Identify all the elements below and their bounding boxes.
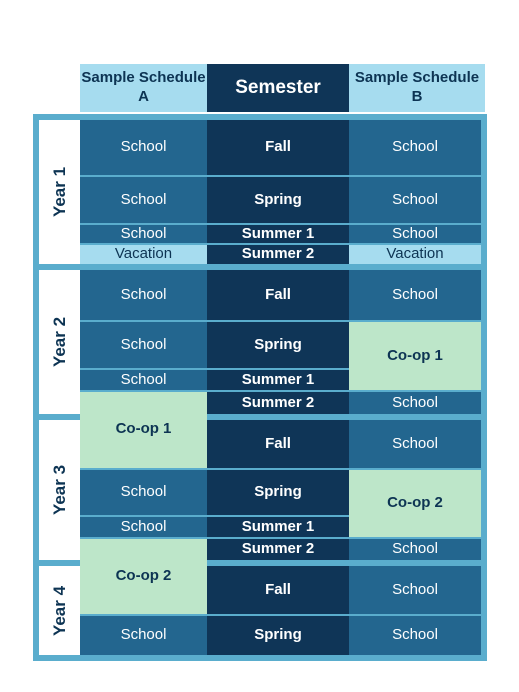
y2-spring-a: School (80, 322, 207, 368)
y2-fall-term: Fall (207, 270, 349, 320)
y3-summer1-term: Summer 1 (207, 517, 349, 537)
y4-fall-b: School (349, 566, 481, 614)
y2-summer2-term: Summer 2 (207, 392, 349, 414)
y2-summer2-b: School (349, 392, 481, 414)
y3-spring-a: School (80, 470, 207, 515)
y1-summer1-a: School (80, 225, 207, 243)
y2-summer1-a: School (80, 370, 207, 390)
y3-summer1-a: School (80, 517, 207, 537)
y4-spring-term: Spring (207, 616, 349, 655)
y1-spring-a: School (80, 177, 207, 223)
y1-spring-term: Spring (207, 177, 349, 223)
y3-fall-term: Fall (207, 420, 349, 468)
y1-fall-a: School (80, 120, 207, 175)
y1-summer2-term: Summer 2 (207, 245, 349, 264)
y3-fall-b: School (349, 420, 481, 468)
header-semester: Semester (207, 64, 349, 112)
y1-fall-term: Fall (207, 120, 349, 175)
y3-spring-term: Spring (207, 470, 349, 515)
y3-coop1-a: Co-op 1 (80, 392, 207, 468)
y1-spring-b: School (349, 177, 481, 223)
y2-summer1-term: Summer 1 (207, 370, 349, 390)
y3-summer2-term: Summer 2 (207, 539, 349, 560)
header-schedule-a: Sample Schedule A (80, 64, 207, 112)
year-1-label: Year 1 (39, 120, 80, 264)
year-3-label: Year 3 (39, 420, 80, 560)
y1-fall-b: School (349, 120, 481, 175)
y2-spring-term: Spring (207, 322, 349, 368)
header-schedule-b: Sample Schedule B (349, 64, 485, 112)
y4-spring-b: School (349, 616, 481, 655)
y1-summer2-a: Vacation (80, 245, 207, 264)
year-4-label: Year 4 (39, 566, 80, 655)
y2-fall-a: School (80, 270, 207, 320)
year-2-label: Year 2 (39, 270, 80, 414)
y1-summer1-b: School (349, 225, 481, 243)
y2-fall-b: School (349, 270, 481, 320)
y1-summer1-term: Summer 1 (207, 225, 349, 243)
y2-coop1-b: Co-op 1 (349, 322, 481, 390)
y4-fall-term: Fall (207, 566, 349, 614)
y3-summer2-b: School (349, 539, 481, 560)
y1-summer2-b: Vacation (349, 245, 481, 264)
y4-spring-a: School (80, 616, 207, 655)
y3-coop2-b: Co-op 2 (349, 470, 481, 537)
y4-coop2-a: Co-op 2 (80, 539, 207, 614)
